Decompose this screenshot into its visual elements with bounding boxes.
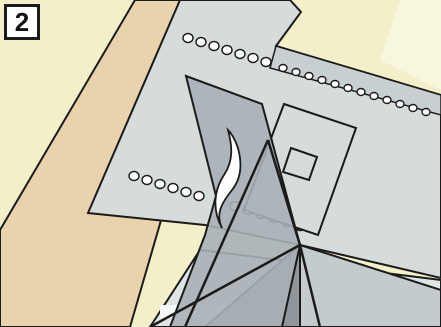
step-number-badge: 2: [4, 4, 40, 40]
step-number: 2: [15, 9, 29, 35]
